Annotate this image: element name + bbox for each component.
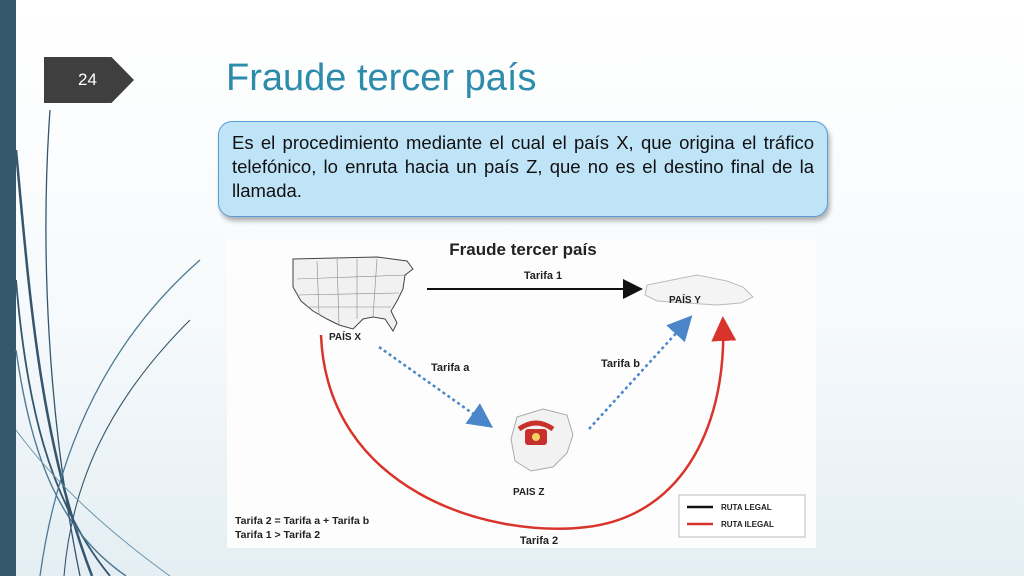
tariff-2-label: Tarifa 2 [520,535,558,547]
definition-callout: Es el procedimiento mediante el cual el … [218,121,828,217]
decorative-swooshes [14,109,201,576]
country-y-icon [644,274,754,306]
tariff-a-label: Tarifa a [431,362,470,374]
phone-icon [517,420,555,445]
definition-text: Es el procedimiento mediante el cual el … [232,132,814,201]
country-y-label: PAÍS Y [669,293,701,306]
illegal-route-arrow [319,316,737,530]
formula-line-1: Tarifa 2 = Tarifa a + Tarifa b [235,515,369,527]
left-accent-bar [0,0,16,576]
tariff-1-label: Tarifa 1 [524,270,562,282]
slide-title: Fraude tercer país [226,57,537,99]
slide-number: 24 [78,70,97,89]
tariff-b-label: Tarifa b [601,358,640,370]
tariff-b-route-arrow [588,315,693,430]
legend: RUTA LEGAL RUTA ILEGAL [678,494,806,538]
fraud-diagram: Fraude tercer país PAÍS X PAÍS Y Tarifa … [227,239,816,548]
country-z-label: PAIS Z [513,487,544,498]
tariff-a-route-arrow [378,345,494,428]
country-x-label: PAÍS X [329,330,361,343]
formula-line-2: Tarifa 1 > Tarifa 2 [235,529,320,541]
diagram-title: Fraude tercer país [449,240,596,259]
legend-label-legal: RUTA LEGAL [721,503,772,512]
legend-label-illegal: RUTA ILEGAL [721,520,774,529]
diagram-canvas: Fraude tercer país PAÍS X PAÍS Y Tarifa … [235,240,806,547]
